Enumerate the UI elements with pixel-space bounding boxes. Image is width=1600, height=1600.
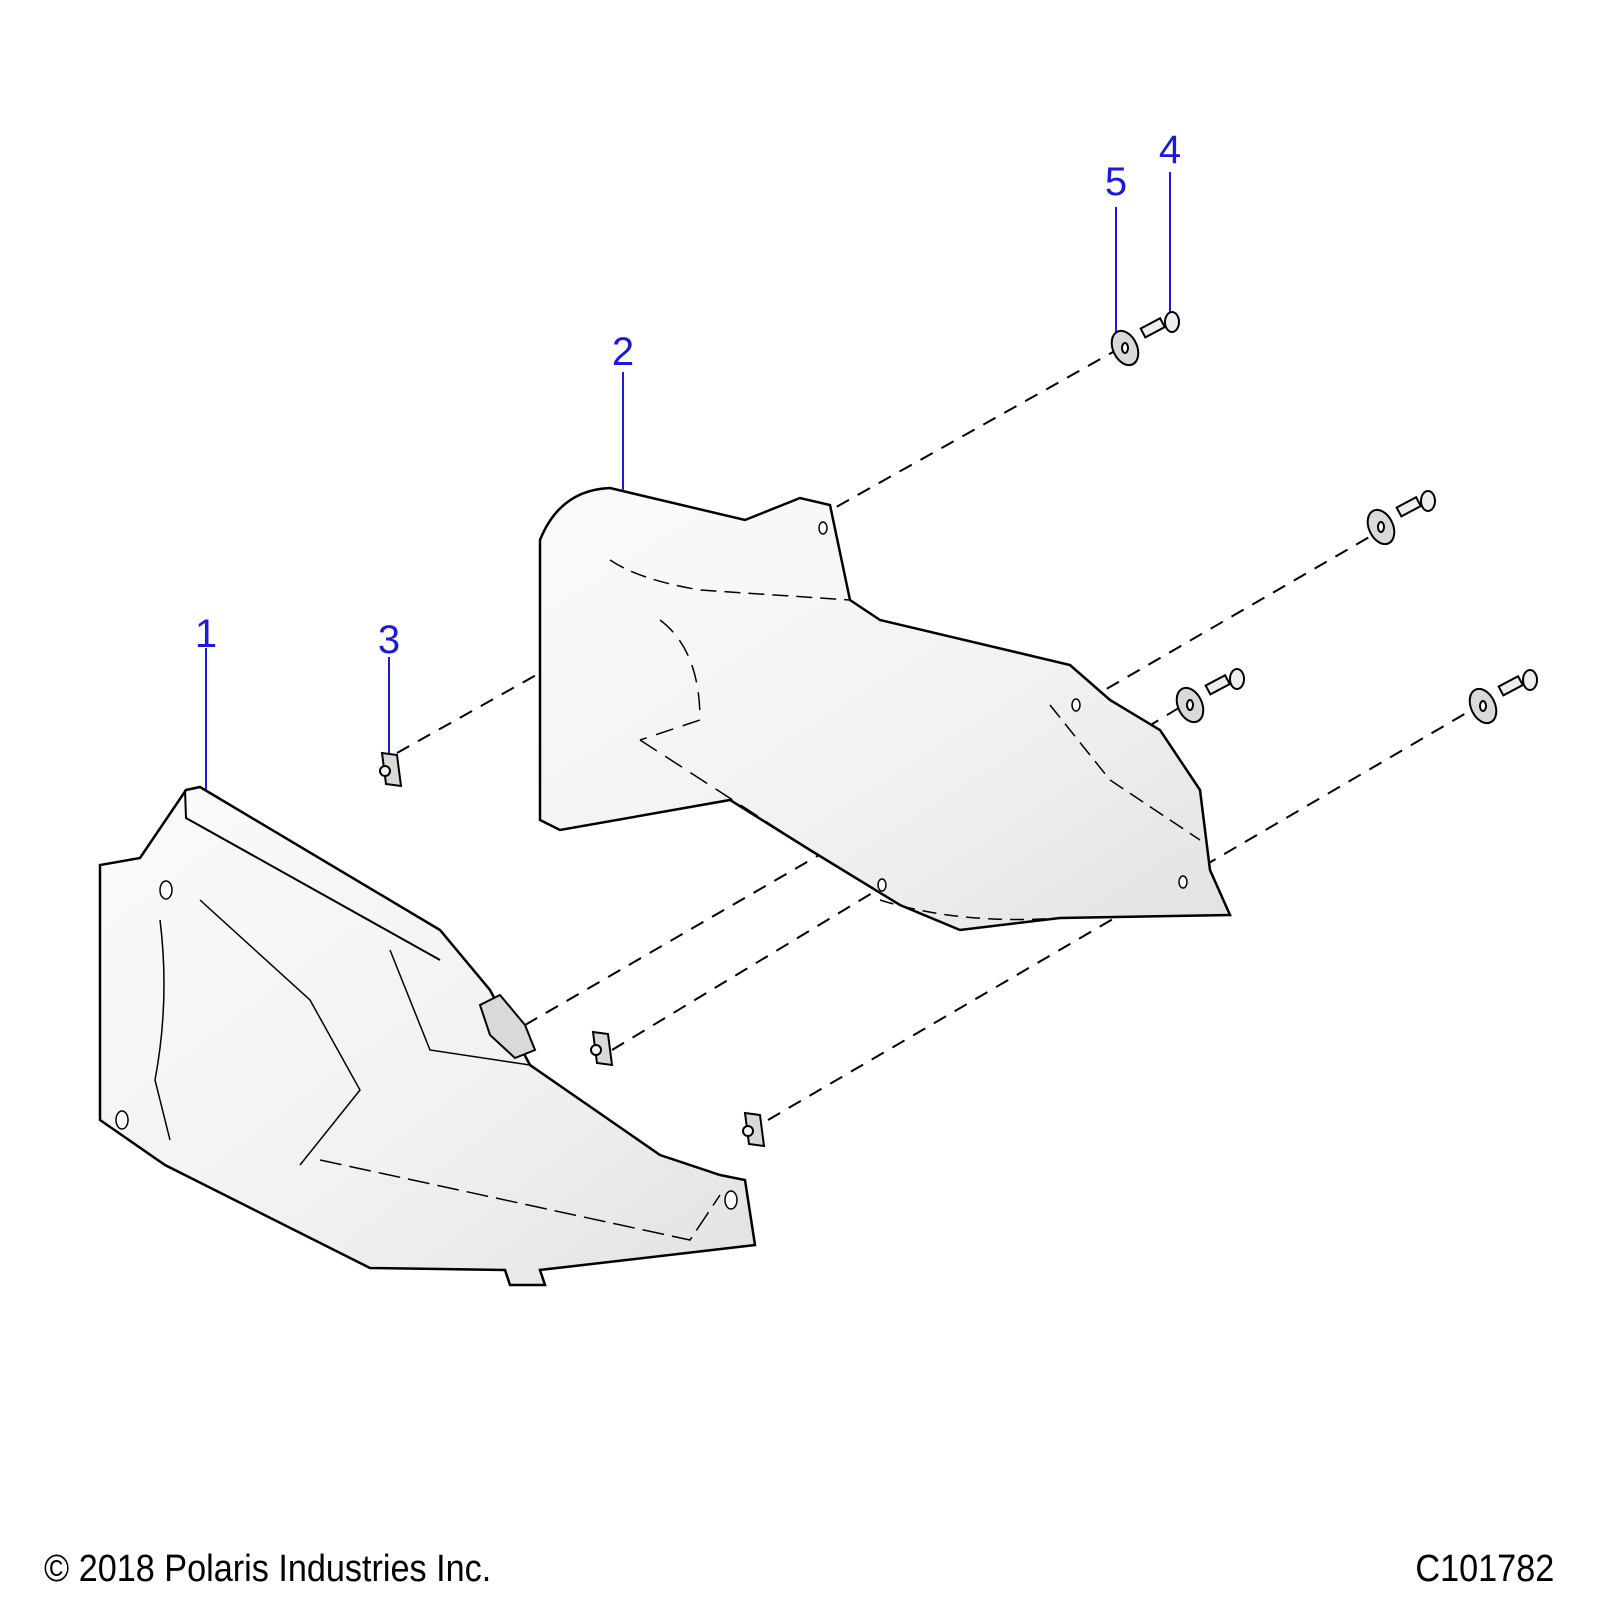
parts-4-5-screws-washers [1110,311,1538,725]
clip-nut [379,751,403,788]
screw-washer-set [1366,490,1436,546]
callout-1: 1 [194,612,218,656]
callout-leaders [205,172,1171,807]
screw-washer-set [1110,311,1180,367]
callout-2: 2 [611,330,635,374]
callout-3: 3 [377,618,401,662]
part-3-clip-nuts [379,751,766,1148]
part-1-lower-heat-shield [98,785,757,1287]
screw-washer-set [1175,668,1245,724]
diagram-code: C101782 [1415,1548,1554,1590]
clip-nut [742,1111,766,1148]
part-2-upper-heat-shield [538,486,1232,932]
callout-5: 5 [1104,160,1128,204]
copyright-notice: © 2018 Polaris Industries Inc. [44,1548,492,1590]
callout-4: 4 [1158,128,1182,172]
clip-nut [590,1030,614,1067]
screw-washer-set [1468,669,1538,725]
